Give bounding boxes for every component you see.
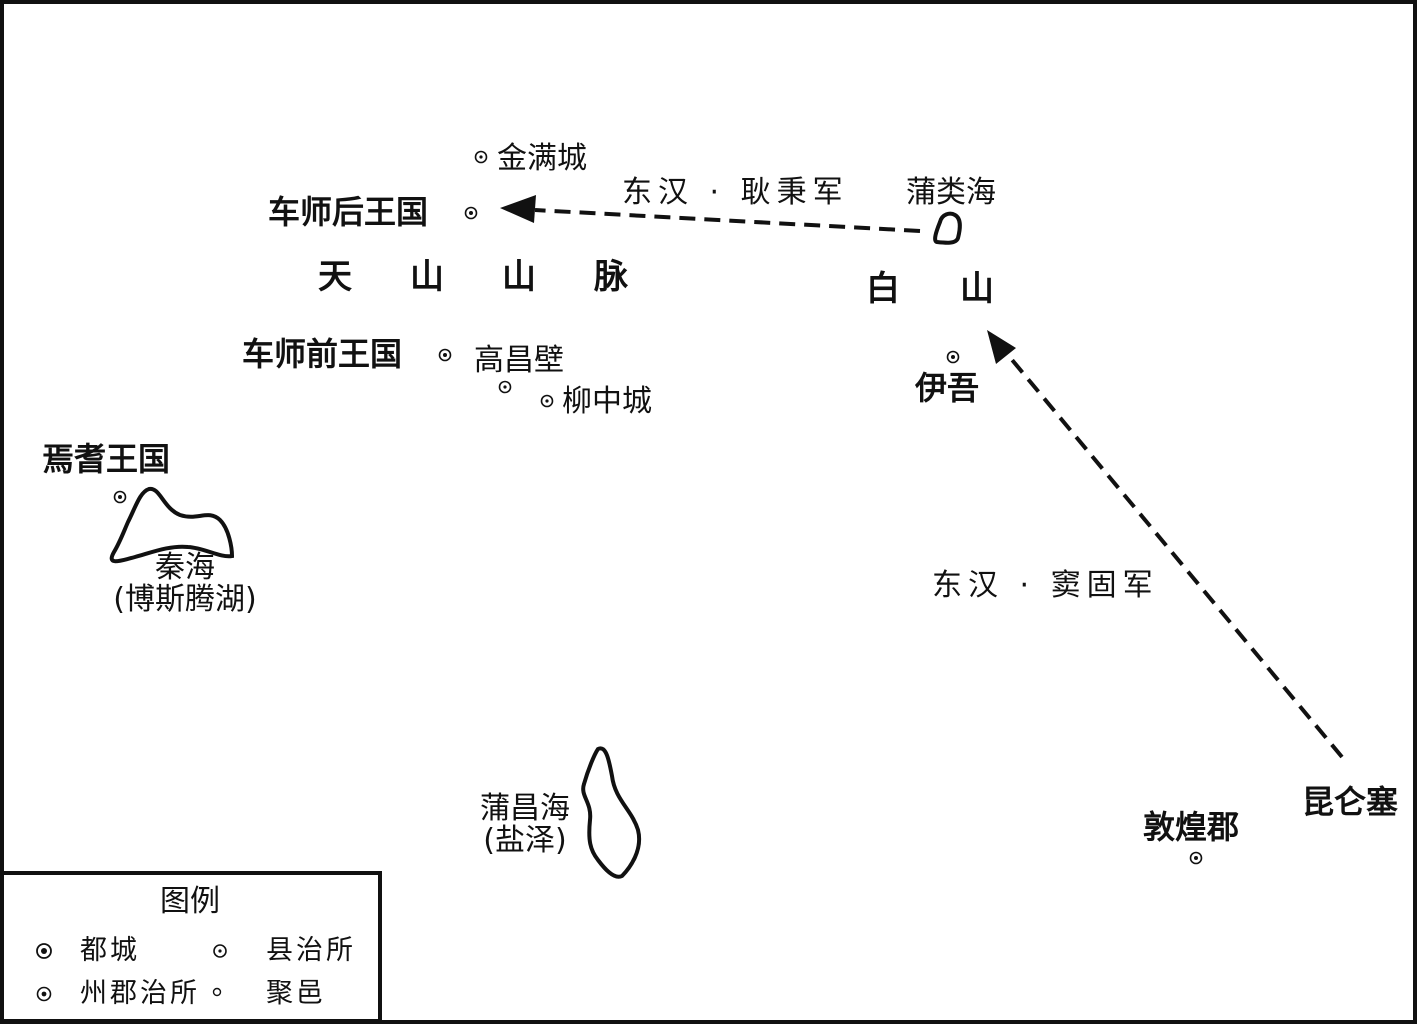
capital-symbol-jushi-qian: [438, 348, 452, 362]
county-symbol-gaochang: [498, 380, 512, 394]
capital-symbol-yanqi: [113, 490, 127, 504]
label-qinhai-name: 秦海: [155, 550, 215, 585]
prefecture-symbol-dunhuang: [1189, 851, 1203, 865]
route-geng-bing: [500, 195, 921, 233]
label-dunhuang: 敦煌郡: [1143, 808, 1240, 846]
capital-symbol-yiwu: [946, 350, 960, 364]
arrow-head-geng-bing: [500, 195, 536, 223]
legend-capital-symbol: [36, 943, 52, 959]
label-qinhai: 秦海 (博斯腾湖): [100, 552, 270, 615]
label-tianshan: 天山山脉: [318, 257, 686, 297]
legend-settlement-label: 聚邑: [266, 978, 326, 1009]
label-puchanghai-name: 蒲昌海: [480, 791, 570, 826]
county-symbol-jinman: [474, 150, 488, 164]
label-jushi-hou: 车师后王国: [268, 193, 429, 231]
county-symbol-liuzhong: [540, 394, 554, 408]
legend-county-label: 县治所: [266, 935, 356, 966]
label-jushi-qian: 车师前王国: [242, 335, 403, 373]
capital-symbol-jushi-hou: [464, 206, 478, 220]
lake-qinhai: [109, 486, 235, 564]
arrow-head-dou-gu: [987, 330, 1016, 364]
label-yanqi: 焉耆王国: [42, 440, 171, 478]
label-jinman: 金满城: [497, 141, 587, 176]
label-qinhai-alt: (博斯腾湖): [113, 581, 257, 617]
legend-frame: [0, 871, 382, 1023]
legend-prefecture-label: 州郡治所: [80, 978, 200, 1009]
label-puleihai: 蒲类海: [906, 175, 996, 210]
lake-puleihai: [933, 211, 962, 245]
legend-capital-label: 都城: [80, 935, 140, 966]
label-kunlunsai: 昆仑塞: [1302, 783, 1399, 821]
label-puchanghai-alt: (盐泽): [483, 822, 567, 858]
label-route-geng-bing: 东汉 · 耿秉军: [622, 175, 849, 210]
label-route-dou-gu: 东汉 · 窦固军: [932, 568, 1159, 603]
legend-county-symbol: [213, 944, 227, 958]
label-puchanghai: 蒲昌海 (盐泽): [455, 793, 595, 856]
label-gaochang: 高昌壁: [474, 343, 564, 378]
route-dou-gu: [987, 330, 1344, 759]
legend-settlement-symbol: [212, 987, 222, 997]
label-yiwu: 伊吾: [915, 369, 980, 407]
lake-puchanghai: [581, 746, 642, 879]
label-liuzhong: 柳中城: [562, 384, 652, 419]
legend-prefecture-symbol: [36, 986, 52, 1002]
legend-title: 图例: [160, 884, 220, 919]
label-baishan: 白山: [866, 269, 1054, 309]
